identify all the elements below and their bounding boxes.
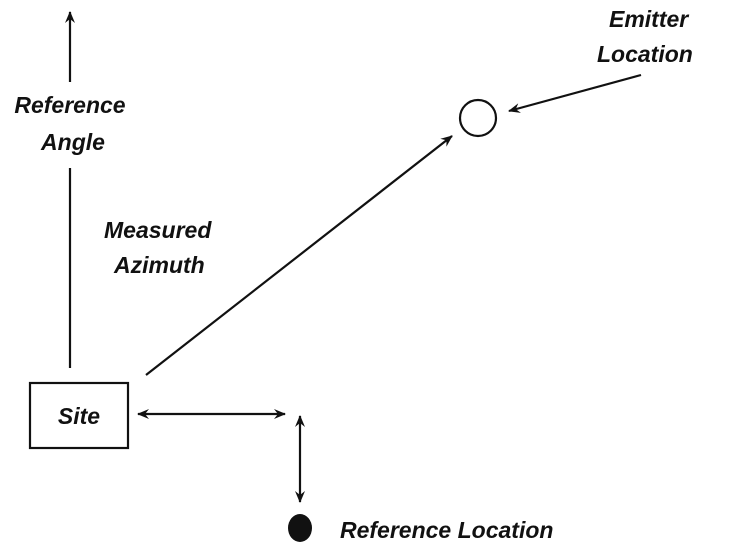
azimuth-arrow [145,135,453,376]
measured-azimuth-label-line2: Azimuth [113,252,205,278]
site-box [28,381,130,450]
reference-location-label: Reference Location [340,517,553,543]
measured-azimuth-label-line1: Measured [104,217,212,243]
emitter-location-label-line2: Location [597,41,693,67]
reference-location-dot [288,514,312,542]
site-label: Site [58,403,100,429]
reference-angle-label-line2: Angle [40,129,105,155]
emitter-pointer-arrow [508,73,642,113]
reference-angle-label-line1: Reference [14,92,125,118]
emitter-location-circle [458,98,498,138]
emitter-location-label-line1: Emitter [609,6,689,32]
